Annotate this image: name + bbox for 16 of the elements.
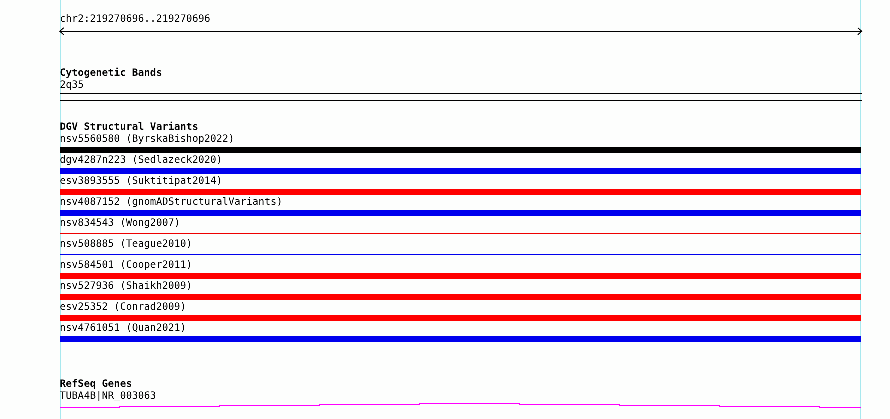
- feature-label: nsv834543 (Wong2007): [60, 217, 180, 230]
- feature-label: nsv527936 (Shaikh2009): [60, 280, 192, 293]
- feature-label: chr2:219270696..219270696: [60, 13, 211, 26]
- track-title: Cytogenetic Bands: [60, 67, 162, 80]
- feature-label: nsv4761051 (Quan2021): [60, 322, 186, 335]
- feature-label: esv3893555 (Suktitipat2014): [60, 175, 223, 188]
- feature-label: 2q35: [60, 79, 84, 92]
- track-title: DGV Structural Variants: [60, 121, 198, 134]
- feature-label: nsv5560580 (ByrskaBishop2022): [60, 133, 235, 146]
- feature-label: nsv508885 (Teague2010): [60, 238, 192, 251]
- feature-label: TUBA4B|NR_003063: [60, 390, 156, 403]
- feature-label: nsv4087152 (gnomADStructuralVariants): [60, 196, 283, 209]
- feature-label: nsv584501 (Cooper2011): [60, 259, 192, 272]
- feature-label: esv25352 (Conrad2009): [60, 301, 186, 314]
- track-title: RefSeq Genes: [60, 378, 132, 391]
- feature-label: dgv4287n223 (Sedlazeck2020): [60, 154, 223, 167]
